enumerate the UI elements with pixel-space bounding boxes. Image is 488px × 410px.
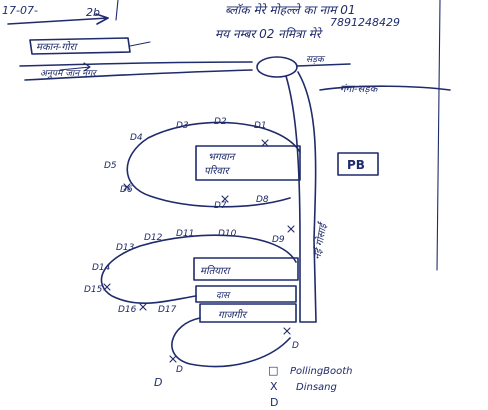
marker-lower-d17: D17 xyxy=(158,305,177,315)
marker-lower-d9: D9 xyxy=(272,235,285,245)
marker-upper-d1: D1 xyxy=(254,121,267,131)
header-line-1: ब्लॉक मेरे मोहल्ले का नाम 01 xyxy=(225,3,356,17)
right-margin-line xyxy=(436,0,441,271)
legend-d-symbol: D xyxy=(270,396,278,409)
margin-line xyxy=(115,0,119,21)
top-arrow xyxy=(7,17,109,25)
marker-lower-d14: D14 xyxy=(92,263,111,273)
lower-loop xyxy=(100,234,297,304)
road-connector xyxy=(129,41,151,47)
lower-block-1-label: मतियारा xyxy=(200,265,232,277)
junction-right-road xyxy=(296,63,351,67)
road-lower-edge xyxy=(24,69,253,81)
header-phone: 7891248429 xyxy=(330,16,400,29)
top-left-mark: 2b xyxy=(86,6,100,19)
upper-loop xyxy=(126,121,301,208)
lower-block-3-label: गाजगीर xyxy=(218,309,248,321)
junction-right-label: सड़क xyxy=(306,55,326,65)
legend-box-symbol: □ xyxy=(268,364,278,377)
lower-block-1 xyxy=(193,257,299,281)
bottom-loop xyxy=(171,317,291,368)
marker-upper-d3: D3 xyxy=(176,121,189,131)
legend: □ PollingBooth X Dinsang D xyxy=(268,364,353,409)
marker-upper-d7: D7 xyxy=(214,201,227,211)
marker-upper-d4: D4 xyxy=(130,133,143,143)
top-arrow-head xyxy=(95,13,109,25)
legend-cross-text: Dinsang xyxy=(296,382,337,393)
marker-bottom-d3: D xyxy=(154,376,162,389)
marker-lower-d10: D10 xyxy=(218,229,237,239)
right-road-line xyxy=(319,85,451,91)
upper-block-line-2: परिवार xyxy=(204,165,231,177)
upper-block xyxy=(195,145,301,181)
cross-marks xyxy=(103,139,295,363)
road-label-top-left: मकान-गोरा xyxy=(36,41,79,53)
marker-lower-d12: D12 xyxy=(144,233,163,243)
road-label-mid-left: अनुपम जान नगर xyxy=(40,69,98,79)
marker-upper-d2: D2 xyxy=(214,117,227,127)
vertical-road xyxy=(285,71,317,323)
lower-block-2-label: दास xyxy=(216,291,231,301)
marker-lower-d11: D11 xyxy=(176,229,194,239)
marker-bottom-d2: D xyxy=(176,365,183,375)
upper-block-line-1: भगवान xyxy=(208,152,237,163)
road-arrow xyxy=(59,62,91,72)
pb-box-label: PB xyxy=(347,158,365,172)
marker-upper-d6: D6 xyxy=(120,185,133,195)
marker-lower-d13: D13 xyxy=(116,243,135,253)
legend-cross-symbol: X xyxy=(270,380,278,393)
junction-oval xyxy=(256,56,298,78)
top-left-date: 17-07- xyxy=(2,4,38,17)
marker-upper-d8: D8 xyxy=(256,195,269,205)
marker-lower-d15: D15 xyxy=(84,285,103,295)
legend-box-text: PollingBooth xyxy=(290,366,353,377)
road-label-box xyxy=(29,37,131,55)
lower-block-2 xyxy=(195,285,297,303)
header-line-2: मय नम्बर 02 नमित्रा मेरे xyxy=(215,27,323,41)
marker-bottom-d1: D xyxy=(292,341,299,351)
pb-box xyxy=(337,152,379,176)
marker-upper-d5: D5 xyxy=(104,161,117,171)
right-road-label: गंगा-सड़क xyxy=(340,83,380,95)
lower-block-3 xyxy=(199,303,297,323)
road-upper-edge xyxy=(19,61,253,67)
marker-lower-d16: D16 xyxy=(118,305,137,315)
